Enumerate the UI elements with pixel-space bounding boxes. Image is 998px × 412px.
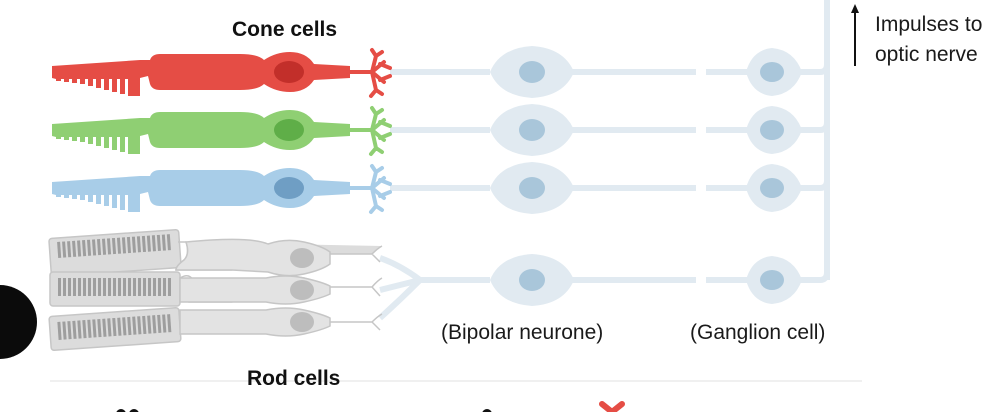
ganglion-cell-label: (Ganglion cell) bbox=[690, 321, 825, 344]
cone-nucleus-blue bbox=[274, 177, 304, 199]
cone-terminal-red bbox=[346, 48, 392, 98]
impulses-label-line2: optic nerve bbox=[875, 43, 978, 66]
cone-body-green bbox=[52, 110, 350, 154]
arrow-up-icon bbox=[851, 4, 859, 66]
cone-cell-red bbox=[52, 48, 392, 98]
impulses-label-line1: Impulses to bbox=[875, 13, 982, 36]
cropped-heading-fragment bbox=[116, 401, 625, 412]
neuron-row-2 bbox=[390, 104, 830, 156]
rod-cells-label: Rod cells bbox=[247, 367, 340, 390]
neuron-network bbox=[377, 0, 830, 321]
cone-cell-blue bbox=[52, 164, 392, 214]
bipolar-neurone-label: (Bipolar neurone) bbox=[441, 321, 603, 344]
neuron-row-rods bbox=[377, 254, 830, 321]
cone-body-blue bbox=[52, 168, 350, 212]
neuron-row-1 bbox=[390, 46, 830, 98]
neuron-row-3 bbox=[390, 162, 830, 214]
rod-cell-1 bbox=[48, 228, 383, 278]
cone-cells-label: Cone cells bbox=[232, 18, 337, 41]
cone-nucleus-green bbox=[274, 119, 304, 141]
rod-cell-2 bbox=[49, 271, 383, 307]
black-circle-marker bbox=[0, 285, 37, 359]
cone-body-red bbox=[52, 52, 350, 96]
cone-terminal-blue bbox=[346, 164, 392, 214]
rod-cell-3 bbox=[48, 306, 383, 352]
cone-terminal-green bbox=[346, 106, 392, 156]
cone-nucleus-red bbox=[274, 61, 304, 83]
red-x-mark-icon bbox=[599, 401, 625, 412]
cone-cell-green bbox=[52, 106, 392, 156]
